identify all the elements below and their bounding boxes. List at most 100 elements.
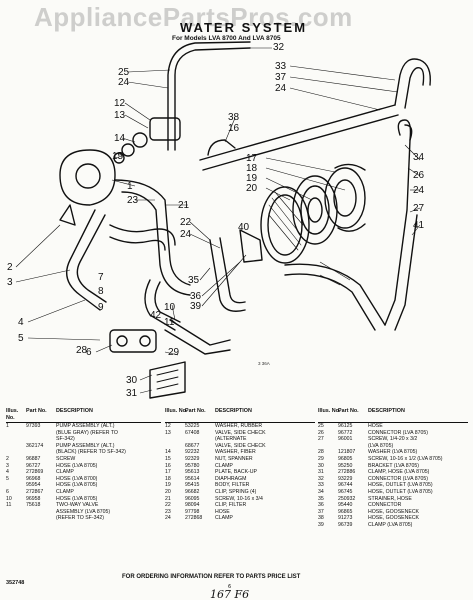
cell-no: 1 [6, 423, 9, 429]
cell-desc: WASHER, RUBBER [215, 423, 263, 429]
cell-no: 29 [318, 455, 324, 462]
cell-desc: NUT, SPANNER [215, 455, 253, 462]
cell-no: 36 [318, 502, 324, 509]
hose-7-outline [154, 281, 181, 323]
cell-no: 13 [165, 429, 171, 436]
cell-desc: (REFER TO SF-342) [56, 515, 104, 522]
callout-24: 24 [413, 185, 425, 196]
cell-no: 20 [165, 488, 171, 495]
cell-part: 121807 [338, 449, 356, 456]
callout-28: 28 [76, 345, 88, 356]
hose-26-outline [284, 273, 376, 331]
cell-part: 362174 [26, 442, 44, 449]
cell-no: 28 [318, 449, 324, 456]
cell-no: 22 [165, 502, 171, 509]
cell-no: 32 [318, 475, 324, 482]
cell-no: 38 [318, 515, 324, 522]
bracket-30 [149, 361, 186, 399]
cell-part: 96125 [338, 423, 353, 429]
cell-part: 95250 [338, 462, 353, 469]
callout-24: 24 [180, 229, 192, 240]
callout-7: 7 [98, 272, 104, 283]
cell-part: 96865 [338, 508, 353, 515]
hose-10-outline [164, 329, 231, 355]
cell-part: 96968 [26, 475, 41, 482]
cell-desc: WASHER (LVA 8705) [368, 449, 418, 456]
hose-25 [174, 47, 251, 151]
cell-desc: HOSE, OUTLET (LVA 8705) [368, 482, 433, 489]
callout-31: 31 [126, 388, 138, 399]
cell-part: 96682 [185, 488, 200, 495]
callout-41: 41 [413, 220, 425, 231]
cell-desc: STRAINER, HOSE [368, 495, 412, 502]
callout-30: 30 [126, 375, 138, 386]
cell-desc: HOSE, OUTLET (LVA 8705) [368, 488, 433, 495]
cell-part: 95613 [185, 469, 200, 476]
cell-desc: SCREW, 10-16 x 1/2 (LVA 8705) [368, 455, 443, 462]
cell-part: 93229 [338, 475, 353, 482]
cell-part: 272869 [26, 469, 44, 476]
cell-part: 96095 [185, 495, 200, 502]
filter-clip-22 [239, 229, 263, 263]
cell-desc: HOSE (LVA 8705) [56, 495, 98, 502]
two-way-valve-11 [109, 329, 157, 353]
cell-part: 96739 [338, 521, 353, 528]
callout-37: 37 [275, 72, 287, 83]
hose-33-outline [202, 114, 399, 171]
cell-no: 12 [165, 423, 171, 429]
table-row: 21 96095 SCREW, 10-16 x 3/4 [165, 496, 315, 503]
cell-part: 67408 [185, 429, 200, 436]
callout-34: 34 [413, 152, 425, 163]
callout-4: 4 [18, 317, 24, 328]
gooseneck-37 [207, 139, 236, 156]
cell-no: 5 [6, 475, 9, 482]
callout-6: 6 [86, 347, 92, 358]
cell-desc: DIAPHRAGM [215, 475, 247, 482]
cell-no: 17 [165, 469, 171, 476]
cell-part: 272868 [185, 515, 203, 522]
cell-part: 75618 [26, 502, 41, 509]
cell-desc: SCREW, 10-16 x 3/4 [215, 495, 263, 502]
cell-part: 92329 [185, 455, 200, 462]
cell-desc: BRACKET (LVA 8705) [368, 462, 420, 469]
cell-no: 24 [165, 515, 171, 522]
cell-no: 4 [6, 469, 9, 476]
hose-8 [209, 239, 246, 312]
callout-29: 29 [168, 347, 180, 358]
cell-no: 34 [318, 488, 324, 495]
cell-part: 96744 [338, 482, 353, 489]
cell-part: 250932 [338, 495, 356, 502]
callout-22: 22 [180, 217, 192, 228]
backup-plate-17 [324, 167, 366, 229]
cell-part: 96958 [26, 495, 41, 502]
page-mark: 6 [228, 584, 232, 590]
cell-no: 6 [6, 488, 9, 495]
cell-desc: HOSE (LVA 8705) [56, 482, 98, 489]
cell-desc: VALVE, SIDE CHECK [215, 429, 266, 436]
handwritten-note: 167 F6 [210, 588, 250, 601]
cell-no: 16 [165, 462, 171, 469]
cell-no: 21 [165, 495, 171, 502]
watermark: AppliancePartsPros.com [34, 2, 353, 32]
exploded-water-system-diagram: 2524121314151232345678910114228293031323… [7, 41, 431, 399]
table-row: SF-342) [6, 436, 161, 443]
pump-mount [59, 204, 76, 226]
cell-desc: (BLACK) (REFER TO SF-342) [56, 449, 126, 456]
cell-part: 272867 [26, 488, 44, 495]
cell-desc: (ALTERNATE [215, 436, 247, 443]
cell-no: 18 [165, 475, 171, 482]
page-subtitle: For Models LVA 8700 And LVA 8705 [172, 35, 281, 42]
cell-no: 31 [318, 469, 324, 476]
cell-no: 23 [165, 508, 171, 515]
